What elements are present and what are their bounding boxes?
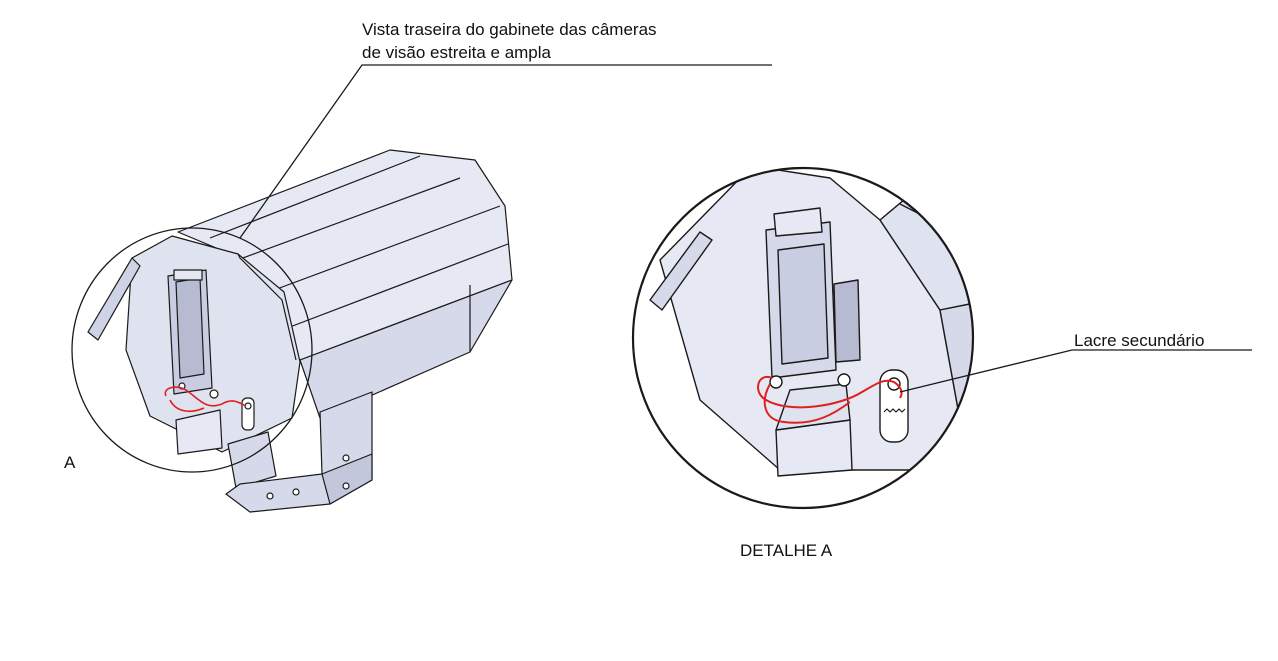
latch-block [175, 409, 223, 455]
mount-column [227, 431, 277, 489]
secondary-seal-leader [899, 349, 1252, 393]
detail-caption: DETALHE A [740, 541, 833, 560]
sun-shield-flap [87, 257, 141, 341]
detail-marker-a: A [64, 453, 76, 472]
main-view-leader [239, 64, 772, 239]
secondary-seal-label: Lacre secundário [1074, 331, 1204, 350]
main-view-label-line2: de visão estreita e ampla [362, 43, 552, 62]
detail-circle-frame [631, 166, 975, 510]
camera-housing-main-view [87, 149, 513, 513]
seal-wire-detail [757, 375, 903, 424]
detail-circle-main [71, 227, 313, 473]
seal-wire-main [164, 386, 247, 413]
main-view-label-line1: Vista traseira do gabinete das câmeras [362, 20, 657, 39]
detail-a-view [633, 168, 973, 508]
